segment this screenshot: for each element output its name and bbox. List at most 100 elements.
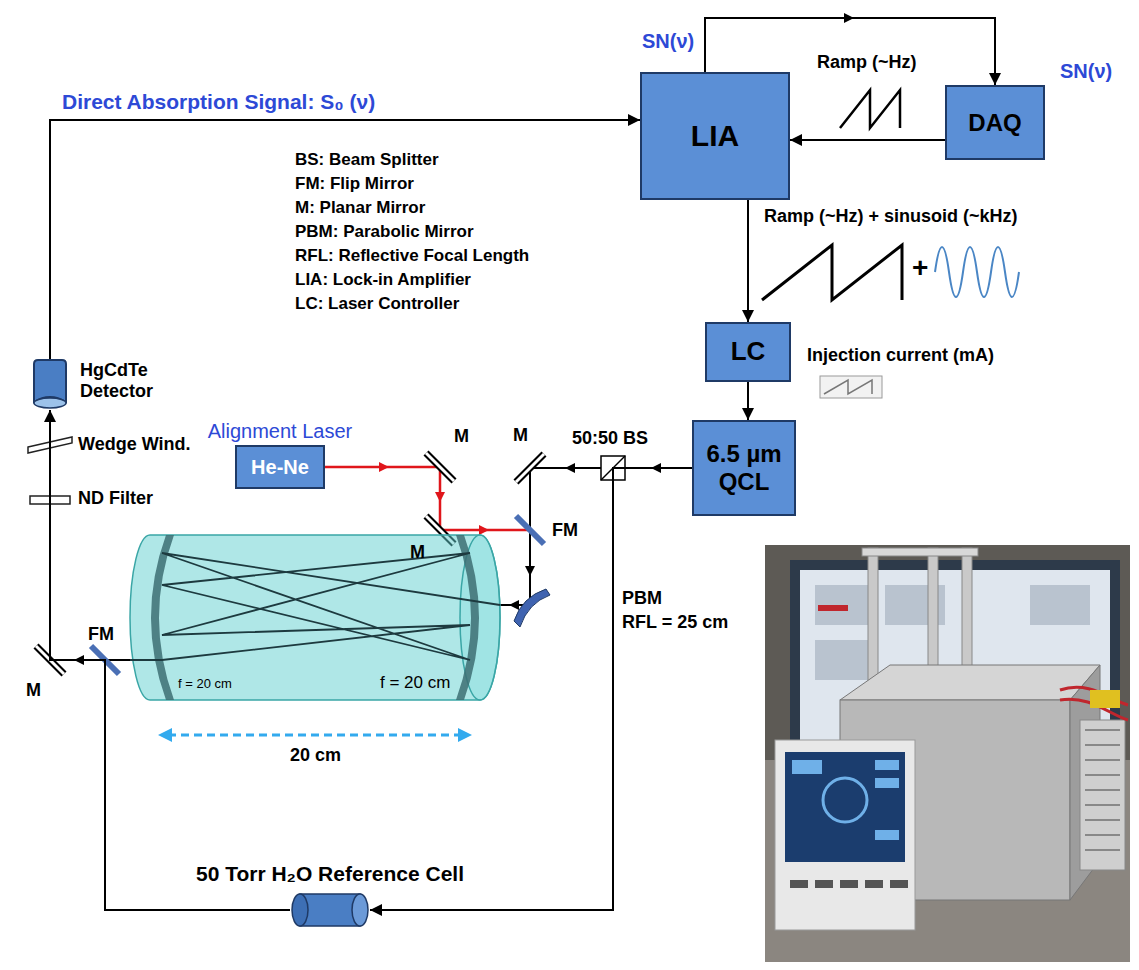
photo-box-top [840,665,1100,700]
laser-beam [500,468,692,605]
box-label: DAQ [955,109,1035,137]
laser-controller-box: LC [705,322,791,382]
dimension-line [168,734,462,737]
photo-screen-trace [818,605,848,611]
photo-button [815,880,833,888]
signal-name: SN(ν) [1060,60,1112,83]
signal-label: Ramp (~Hz) + sinusoid (~kHz) [762,206,1020,227]
abbreviation-key: M: Planar Mirror [295,198,425,218]
box-label: He-Ne [245,456,315,479]
part-label: 50:50 BS [572,428,648,449]
cell-window [292,894,308,926]
dimension-label: RFL = 25 cm [622,612,728,633]
signal-label: Injection current (mA) [805,345,996,366]
part-label: M [26,680,41,701]
parabolic-mirror [514,589,550,627]
cell-body [300,894,360,926]
part-label: M [513,425,528,446]
signal-connector [747,200,749,322]
beam-arrowhead [525,566,535,576]
current-ramp-thumbnail [820,376,882,398]
photo-button [890,880,908,888]
detector-outline [28,360,72,410]
signal-connector [790,139,945,141]
signal-connector [50,120,640,360]
abbreviation-key: LC: Laser Controller [295,294,459,314]
multipass-rays [130,553,500,660]
photo-heatsink-fins [1085,730,1120,850]
dimension-arrowhead [158,728,172,742]
daq-box: DAQ [945,85,1045,160]
photo-display-gauge [823,778,867,822]
node-heading: 50 Torr H₂O Reference Cell [196,862,464,886]
alignment-laser-box: Alignment LaserHe-Ne [235,445,325,489]
planar-mirror [516,454,544,482]
current-ramp-thumbnail-trace [824,380,872,394]
photo-display-tile [792,760,822,774]
photo-button [865,880,883,888]
box-label: LC [715,337,781,367]
abbreviation-key: LIA: Lock-in Amplifier [295,270,471,290]
abbreviation-key: BS: Beam Splitter [295,150,439,170]
planar-mirror-face [516,454,544,482]
beam-arrowhead [479,525,489,535]
beam-arrowhead [509,600,519,610]
plus-sign: + [912,252,928,284]
photo-wires [1060,687,1128,720]
refcell-outline [290,892,370,928]
photo-button [840,880,858,888]
photo-heatsink [1080,720,1125,870]
part-label: ND Filter [78,488,153,509]
photo-screen-panel [1030,585,1090,625]
qcl-box: 6.5 µm QCL [692,420,796,516]
signal-label: Direct Absorption Signal: S₀ (ν) [60,90,377,114]
concave-mirror [151,535,174,700]
reference-cell: 50 Torr H₂O Reference Cell [290,892,370,928]
abbreviation-key: RFL: Reflective Focal Length [295,246,529,266]
photo-background [765,545,1130,962]
cell-window [352,894,368,926]
concave-mirror [456,535,479,700]
beam-arrowhead [565,463,575,473]
ramp-symbol [762,245,902,300]
part-label: FM [552,520,578,541]
beam-arrowhead [435,492,445,502]
part-label: Wedge Wind. [78,434,191,455]
signal-connector [747,382,749,420]
photo-screen-panel [815,640,875,680]
signal-label: Ramp (~Hz) [815,52,919,73]
instrument-photo [765,545,1130,962]
ramp-symbol [840,90,900,128]
lock-in-amplifier-box: LIA [640,72,790,200]
photo-display-tile [875,760,899,770]
planar-mirror [426,453,454,481]
cell-body [130,535,500,700]
node-heading: Alignment Laser [208,420,353,443]
planar-mirror-face [426,453,454,481]
node-heading: HgCdTe Detector [80,360,162,401]
part-label: PBM [622,588,662,609]
multipass-cell: f = 20 cm f = 20 cm [130,525,500,710]
abbreviation-key: FM: Flip Mirror [295,174,414,194]
photo-display-tile [875,830,899,840]
photo-screen-panel [815,585,875,625]
dimension-label: 20 cm [290,745,341,766]
detector: HgCdTe Detector [28,360,72,410]
focal-length-label: f = 20 cm [380,673,450,693]
abbreviation-key: PBM: Parabolic Mirror [295,222,474,242]
detector-window [34,398,66,408]
photo-display-tile [875,778,899,788]
part-label: M [410,542,425,563]
photo-display [785,752,905,862]
signal-label: SN(ν) [640,30,696,53]
detector-body [34,360,66,402]
part-label: M [454,426,469,447]
photo-front-panel [775,740,915,930]
box-label: LIA [650,119,780,154]
beam-arrowhead [379,462,389,472]
part-label: FM [88,624,114,645]
photo-button [790,880,808,888]
flip-mirror [516,516,544,544]
focal-length-label: f = 20 cm [178,677,232,692]
